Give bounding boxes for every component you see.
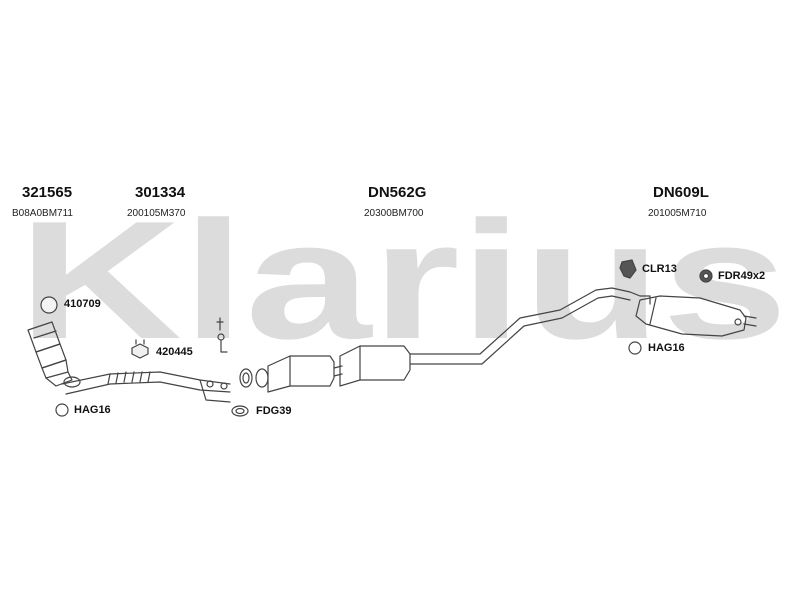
fitting-410709-icon: [40, 296, 58, 314]
label-fdg39: FDG39: [256, 405, 292, 417]
label-clr13: CLR13: [642, 263, 677, 275]
centre-silencer-1: [267, 355, 335, 393]
watermark-text: Klarius: [18, 200, 788, 350]
part-number-dn562g: DN562G: [368, 184, 427, 201]
link-pipe-1: [333, 365, 343, 377]
intermediate-pipe: [409, 287, 631, 365]
catalytic-converter: [27, 321, 73, 387]
label-420445: 420445: [156, 346, 193, 358]
hanger-hag16-left-icon: [55, 403, 69, 417]
lambda-sensor: [216, 317, 228, 353]
hanger-hag16-right-icon: [628, 341, 642, 355]
klarius-watermark-logo: Klarius: [18, 200, 788, 350]
label-fdr49x2: FDR49x2: [718, 270, 766, 282]
label-hag16-right: HAG16: [648, 342, 685, 354]
label-hag16-left: HAG16: [74, 404, 111, 416]
gasket-fdg39-icon: [231, 405, 249, 417]
part-ref-dn609l: 201005M710: [648, 208, 707, 219]
rear-silencer: [629, 291, 757, 337]
centre-silencer-2: [339, 345, 411, 387]
part-number-321565: 321565: [22, 184, 73, 201]
part-ref-301334: 200105M370: [127, 208, 186, 219]
part-number-dn609l: DN609L: [653, 184, 709, 201]
part-ref-dn562g: 20300BM700: [364, 208, 424, 219]
part-number-301334: 301334: [135, 184, 186, 201]
front-pipe: [61, 371, 231, 403]
bracket-420445-icon: [131, 339, 149, 359]
label-410709: 410709: [64, 298, 101, 310]
part-ref-321565: B08A0BM711: [12, 208, 73, 219]
clamp-clr13-icon: [619, 259, 637, 279]
flange-gaskets: [239, 368, 269, 388]
